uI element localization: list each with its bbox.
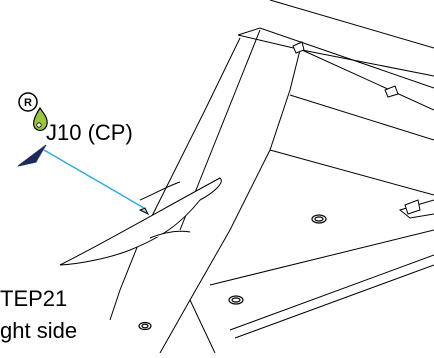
hole	[141, 323, 149, 329]
hole	[311, 214, 327, 224]
hole	[228, 295, 244, 305]
hinge-tab	[404, 199, 421, 215]
hole	[314, 216, 324, 222]
glue-drop-icon	[33, 106, 48, 131]
hole	[231, 297, 241, 303]
hinge-tabs	[292, 41, 421, 215]
step-caption: TEP21	[0, 286, 67, 311]
mounting-holes	[138, 214, 327, 331]
part-label: J10 (CP)	[46, 120, 133, 145]
side-caption: ght side	[0, 318, 77, 343]
leader-line	[43, 149, 145, 209]
wing-panel	[109, 0, 434, 354]
callout-badge: R	[18, 92, 38, 112]
arrow-marker-icon	[17, 144, 47, 167]
fairing-part	[59, 177, 222, 266]
hinge-tab	[292, 41, 305, 54]
hinge-tab	[384, 85, 399, 98]
hole	[138, 321, 152, 331]
badge-circle-icon	[18, 92, 38, 112]
badge-letter: R	[24, 97, 32, 109]
